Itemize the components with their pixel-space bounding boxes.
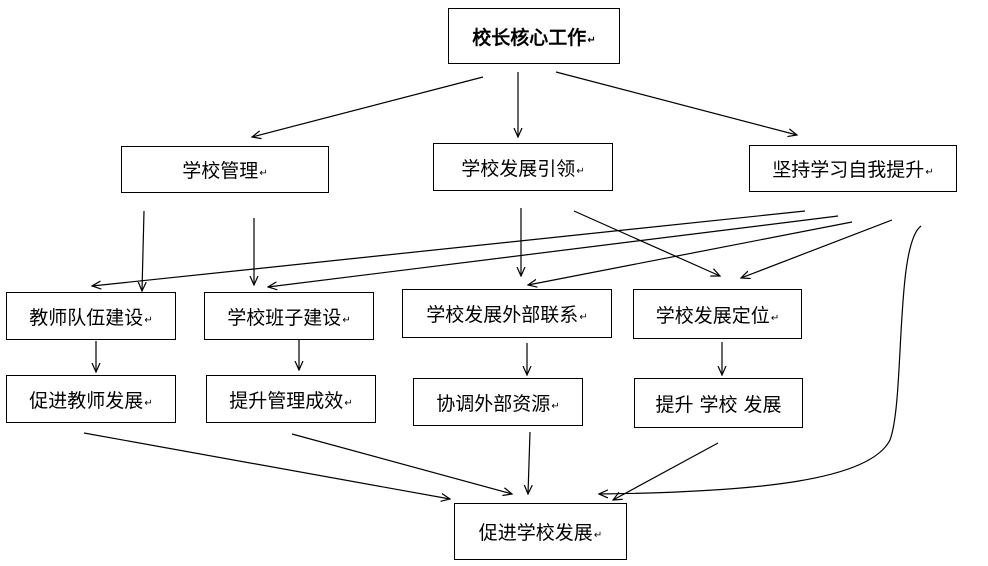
node-lead-label: 学校发展引领 [461,157,576,180]
arrow-learn-to-school-dev [599,225,922,494]
node-school-up: 提升 学校 发展 [634,378,803,428]
node-mgmt-effect-label: 提升管理成效 [229,389,344,412]
node-school-dev-label: 促进学校发展 [478,522,593,544]
arrow-learn-to-teacher-team [92,210,806,286]
arrow-mgmt-effect-to-school-dev [291,433,512,494]
node-teacher-team-label: 教师队伍建设 [29,306,144,329]
arrow-mgmt-to-teacher-team [142,210,144,291]
node-position: 学校发展定位↵ [633,289,802,339]
return-mark: ↵ [925,167,934,178]
node-lead: 学校发展引领↵ [433,143,613,191]
arrow-learn-to-leader-team [268,215,839,287]
node-school-up-label: 提升 学校 发展 [655,393,782,416]
arrow-teacher-dev-to-school-dev [83,432,450,499]
node-teacher-dev: 促进教师发展↵ [6,375,176,423]
return-mark: ↵ [587,34,596,46]
return-mark: ↵ [344,397,353,409]
arrow-learn-to-external [528,221,853,285]
node-core-label: 校长核心工作 [472,26,587,49]
arrow-learn-to-position [741,219,893,278]
node-mgmt-label: 学校管理 [182,160,259,182]
arrow-core-to-mgmt [252,76,484,137]
return-mark: ↵ [551,400,560,412]
return-mark: ↵ [576,165,585,177]
node-core: 校长核心工作↵ [448,8,620,64]
node-teacher-dev-label: 促进教师发展 [29,389,144,412]
node-leader-team: 学校班子建设↵ [204,292,374,340]
node-mgmt: 学校管理↵ [121,146,329,193]
node-learn-label: 坚持学习自我提升 [772,159,925,181]
return-mark: ↵ [144,397,153,409]
node-school-dev: 促进学校发展↵ [454,503,627,560]
node-learn: 坚持学习自我提升↵ [749,145,957,192]
arrow-resources-to-school-dev [528,431,530,494]
return-mark: ↵ [144,314,153,326]
node-teacher-team: 教师队伍建设↵ [6,292,176,340]
node-position-label: 学校发展定位 [655,304,770,327]
node-leader-team-label: 学校班子建设 [227,306,342,329]
node-resources-label: 协调外部资源 [436,392,551,415]
node-resources: 协调外部资源↵ [413,378,583,426]
return-mark: ↵ [770,312,780,324]
arrow-school-up-to-school-dev [613,442,719,500]
return-mark: ↵ [342,314,351,326]
return-mark: ↵ [593,530,603,541]
return-mark: ↵ [259,168,268,179]
arrow-core-to-learn [555,71,797,135]
node-external: 学校发展外部联系↵ [402,289,612,338]
arrow-lead-to-position [573,210,720,276]
return-mark: ↵ [579,312,588,323]
node-external-label: 学校发展外部联系 [426,304,579,326]
node-mgmt-effect: 提升管理成效↵ [206,375,376,423]
